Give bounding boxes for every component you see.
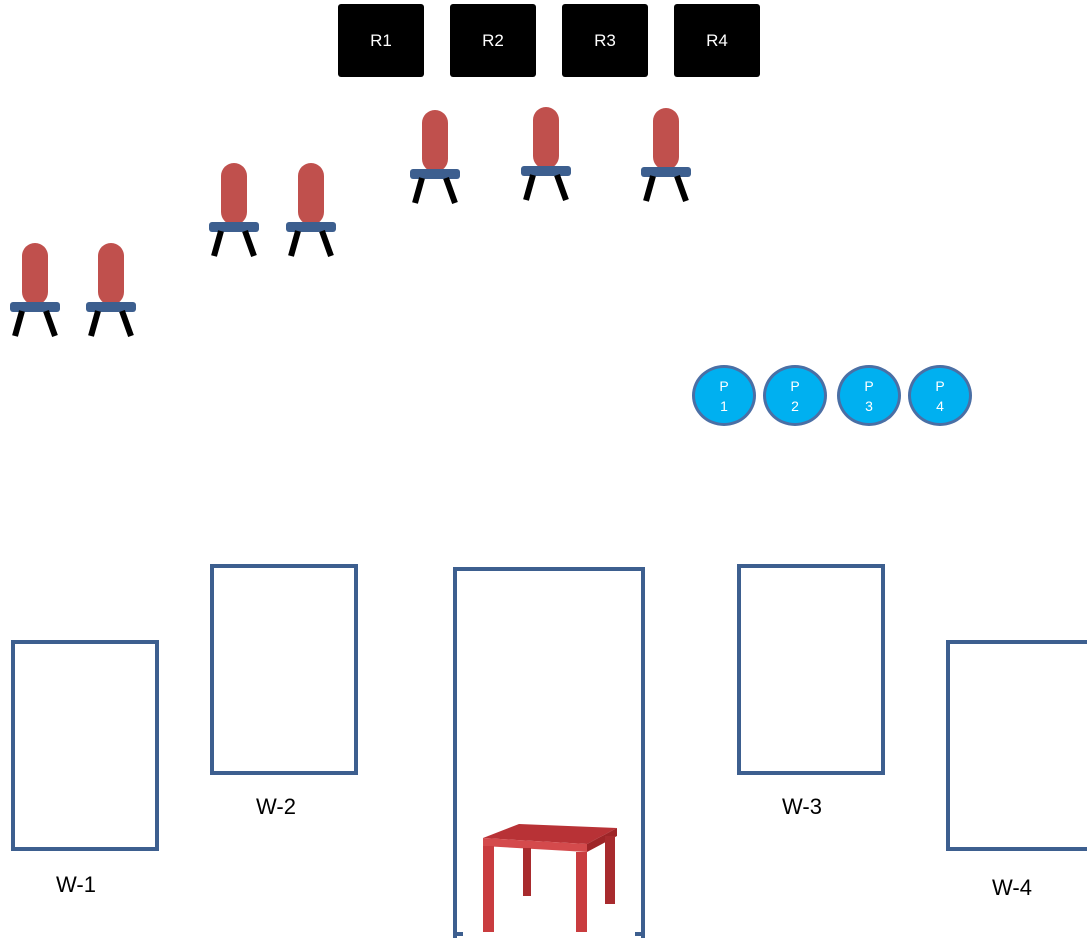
window-w2	[210, 564, 358, 775]
receiver-r4: R4	[674, 4, 760, 77]
point-letter: P	[790, 377, 800, 394]
receiver-r1: R1	[338, 4, 424, 77]
chair-icon	[410, 110, 460, 205]
window-w4	[946, 640, 1087, 851]
chair-icon	[86, 243, 136, 338]
point-number: 1	[720, 397, 728, 414]
point-letter: P	[719, 377, 729, 394]
receiver-r2: R2	[450, 4, 536, 77]
point-letter: P	[864, 377, 874, 394]
point-number: 3	[865, 397, 873, 414]
table-icon	[483, 824, 617, 932]
receiver-label: R4	[706, 30, 728, 50]
chair-icon	[209, 163, 259, 258]
receiver-label: R1	[370, 30, 392, 50]
window-w1	[11, 640, 159, 851]
point-letter: P	[935, 377, 945, 394]
window-label-w2: W-2	[256, 794, 296, 819]
window-label-w4: W-4	[992, 875, 1032, 900]
receiver-r3: R3	[562, 4, 648, 77]
receiver-label: R2	[482, 30, 504, 50]
chair-icon	[10, 243, 60, 338]
center-frame	[453, 567, 645, 938]
receiver-label: R3	[594, 30, 616, 50]
chair-icon	[521, 107, 571, 202]
point-p4: P 4	[908, 365, 972, 426]
window-label-w1: W-1	[56, 872, 96, 897]
point-number: 2	[791, 397, 799, 414]
point-number: 4	[936, 397, 944, 414]
point-p3: P 3	[837, 365, 901, 426]
window-w3	[737, 564, 885, 775]
chair-icon	[641, 108, 691, 203]
window-label-w3: W-3	[782, 794, 822, 819]
point-p2: P 2	[763, 365, 827, 426]
chair-icon	[286, 163, 336, 258]
point-p1: P 1	[692, 365, 756, 426]
